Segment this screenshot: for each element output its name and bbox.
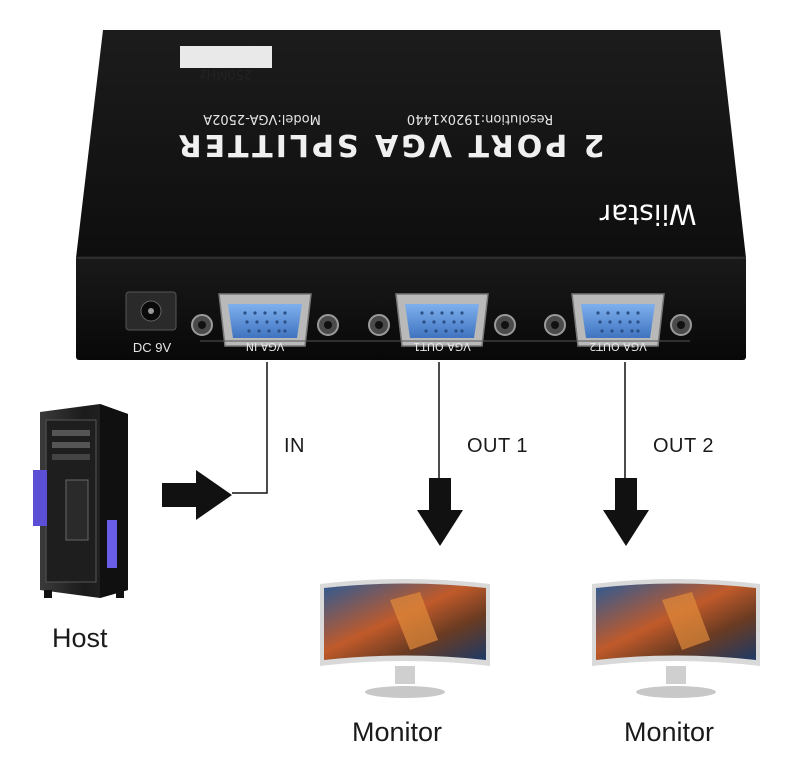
splitter-title-text: 2 PORT VGA SPLITTER — [175, 127, 604, 162]
out1-label: OUT 1 — [467, 435, 529, 457]
dc-label: DC 9V — [133, 340, 172, 355]
out2-label: OUT 2 — [653, 435, 715, 457]
host-label: Host — [52, 623, 108, 653]
connection-out1 — [417, 362, 463, 546]
connection-out2 — [603, 362, 649, 546]
vga-port-in[interactable] — [191, 293, 339, 347]
monitor2-label: Monitor — [624, 717, 715, 747]
resolution-text: Resolution:1920x1440 — [407, 111, 553, 126]
port-label-in: VGA IN — [246, 340, 285, 353]
vga-port-out1[interactable] — [368, 293, 516, 347]
monitor1-label: Monitor — [352, 717, 443, 747]
in-label: IN — [284, 435, 305, 457]
monitor-icon — [592, 579, 760, 698]
bandwidth-text: 250MHz — [200, 66, 253, 81]
brand-logo-text: Wiistar — [599, 198, 696, 231]
vga-splitter-device: 250MHz Model:VGA-2502A Resolution:1920x1… — [76, 30, 746, 360]
bandwidth-sticker — [180, 46, 272, 68]
connection-in — [162, 362, 268, 520]
monitor-icon — [320, 579, 490, 698]
port-label-out2: VGA OUT2 — [589, 340, 647, 353]
vga-port-out2[interactable] — [544, 293, 692, 347]
port-label-out1: VGA OUT1 — [413, 340, 471, 353]
model-text: Model:VGA-2502A — [203, 111, 321, 126]
arrow-down-icon — [603, 478, 649, 546]
arrow-down-icon — [417, 478, 463, 546]
arrow-right-icon — [162, 470, 232, 520]
splitter-top-face — [76, 30, 746, 258]
host-pc-icon — [33, 404, 128, 598]
